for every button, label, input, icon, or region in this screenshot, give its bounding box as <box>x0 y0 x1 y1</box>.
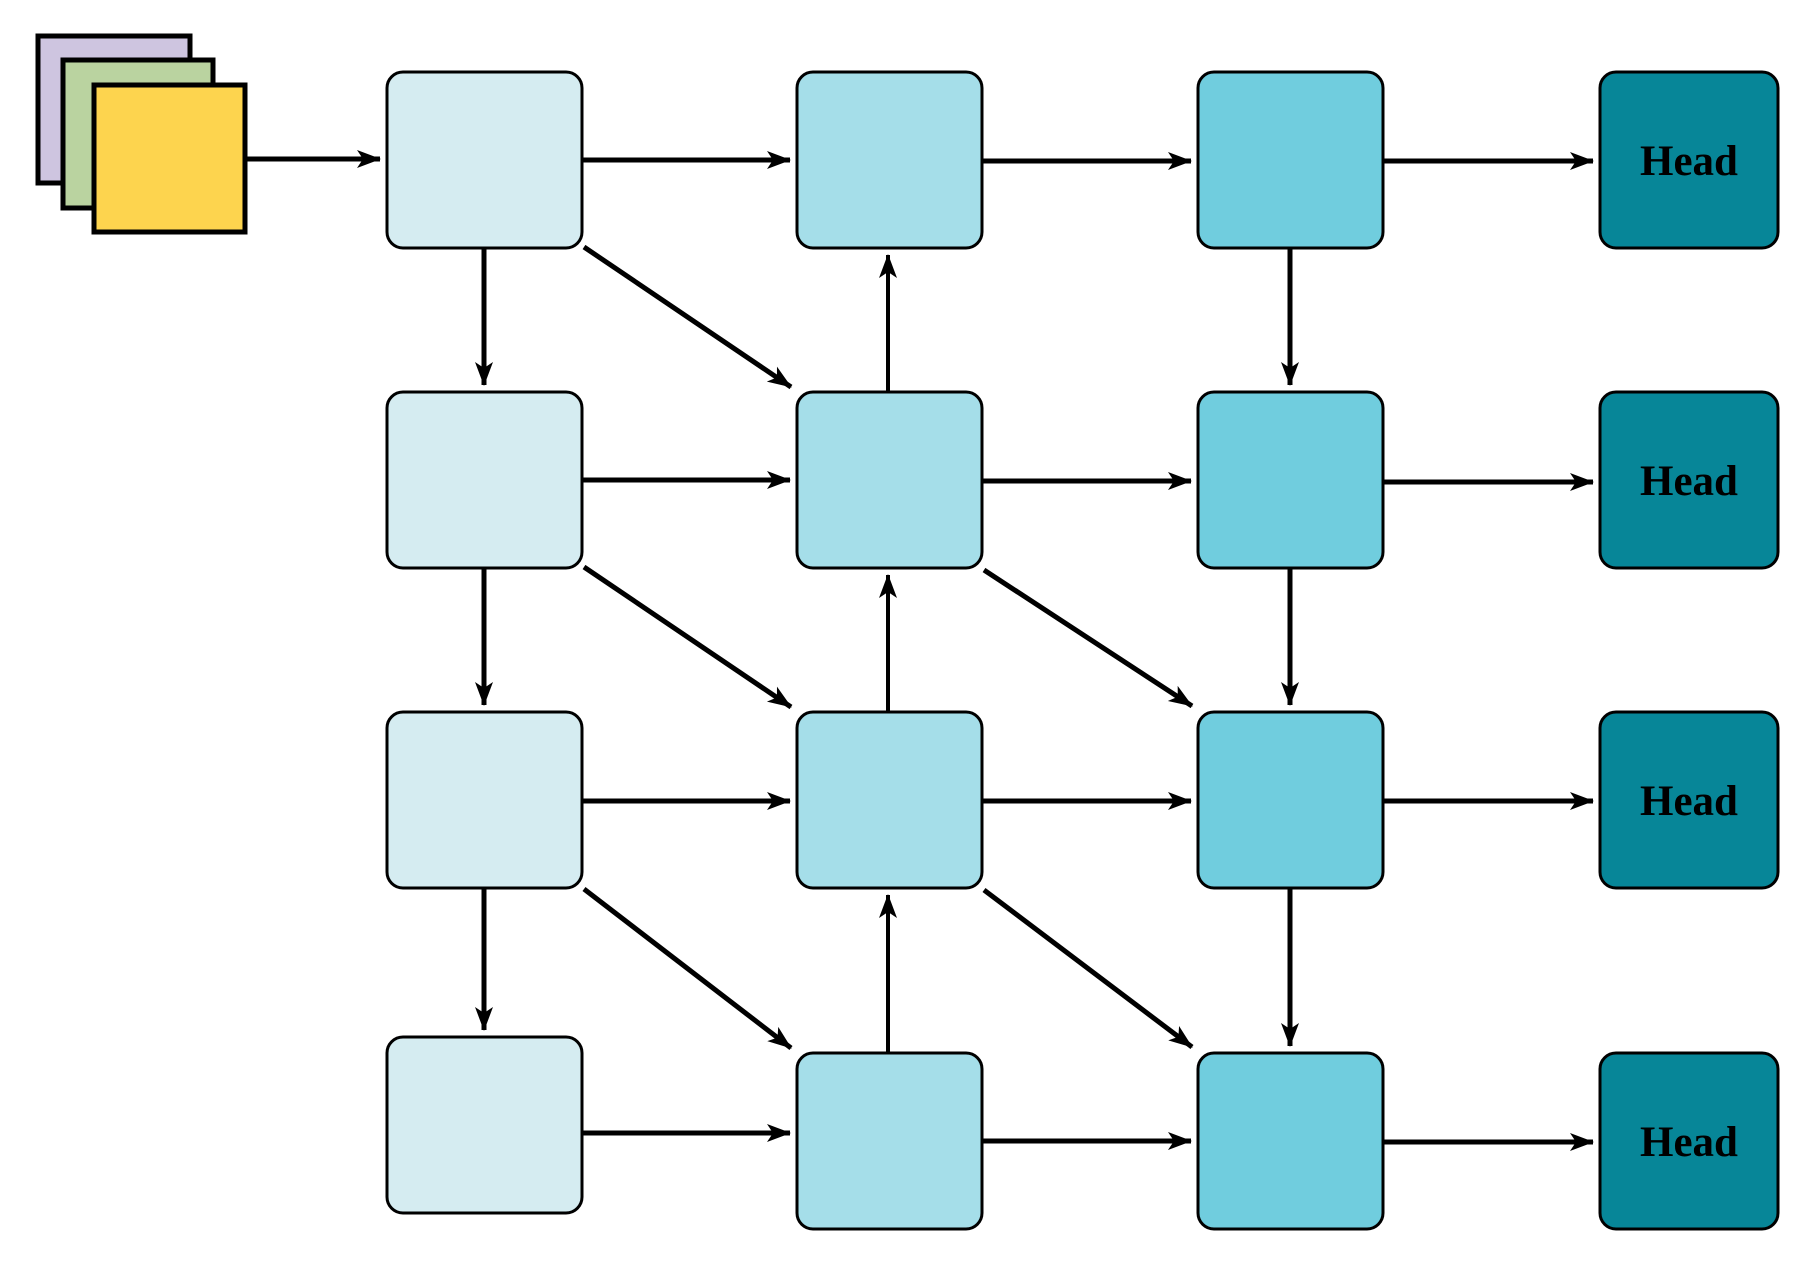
head-node-4-label: Head <box>1640 1119 1738 1166</box>
arrow-r2s1-diag-r3s2 <box>582 564 793 710</box>
head-node-2-box <box>1598 390 1780 570</box>
head-node-1-label: Head <box>1640 138 1738 185</box>
node-row3-stage2 <box>795 710 984 890</box>
head-node-3-label: Head <box>1640 778 1738 825</box>
head-node-1: Head <box>1598 70 1780 250</box>
head-node-2: Head <box>1598 390 1780 570</box>
node-row4-stage1 <box>385 1035 584 1215</box>
arrow-r1s1-diag-r2s2 <box>582 244 793 390</box>
head-node-4: Head <box>1598 1051 1780 1231</box>
arrow-r3s1-diag-r4s2 <box>582 887 793 1050</box>
node-row3-stage3 <box>1196 710 1385 890</box>
node-row1-stage2 <box>795 70 984 250</box>
node-row2-stage1 <box>385 390 584 570</box>
node-row2-stage3 <box>1196 390 1385 570</box>
node-row2-stage2 <box>795 390 984 570</box>
arrow-r2s2-diag-r3s3 <box>982 567 1194 709</box>
input-image-stack <box>35 33 248 235</box>
node-row4-stage2 <box>795 1051 984 1231</box>
head-node-1-box <box>1598 70 1780 250</box>
node-row1-stage1 <box>385 70 584 250</box>
head-node-2-label: Head <box>1640 458 1738 505</box>
node-row4-stage3 <box>1196 1051 1385 1231</box>
head-node-3-box <box>1598 710 1780 890</box>
input-stack-front-square <box>91 82 248 235</box>
arrow-r3s2-diag-r4s3 <box>982 888 1194 1049</box>
head-node-3: Head <box>1598 710 1780 890</box>
head-node-4-box <box>1598 1051 1780 1231</box>
node-row1-stage3 <box>1196 70 1385 250</box>
node-row3-stage1 <box>385 710 584 890</box>
